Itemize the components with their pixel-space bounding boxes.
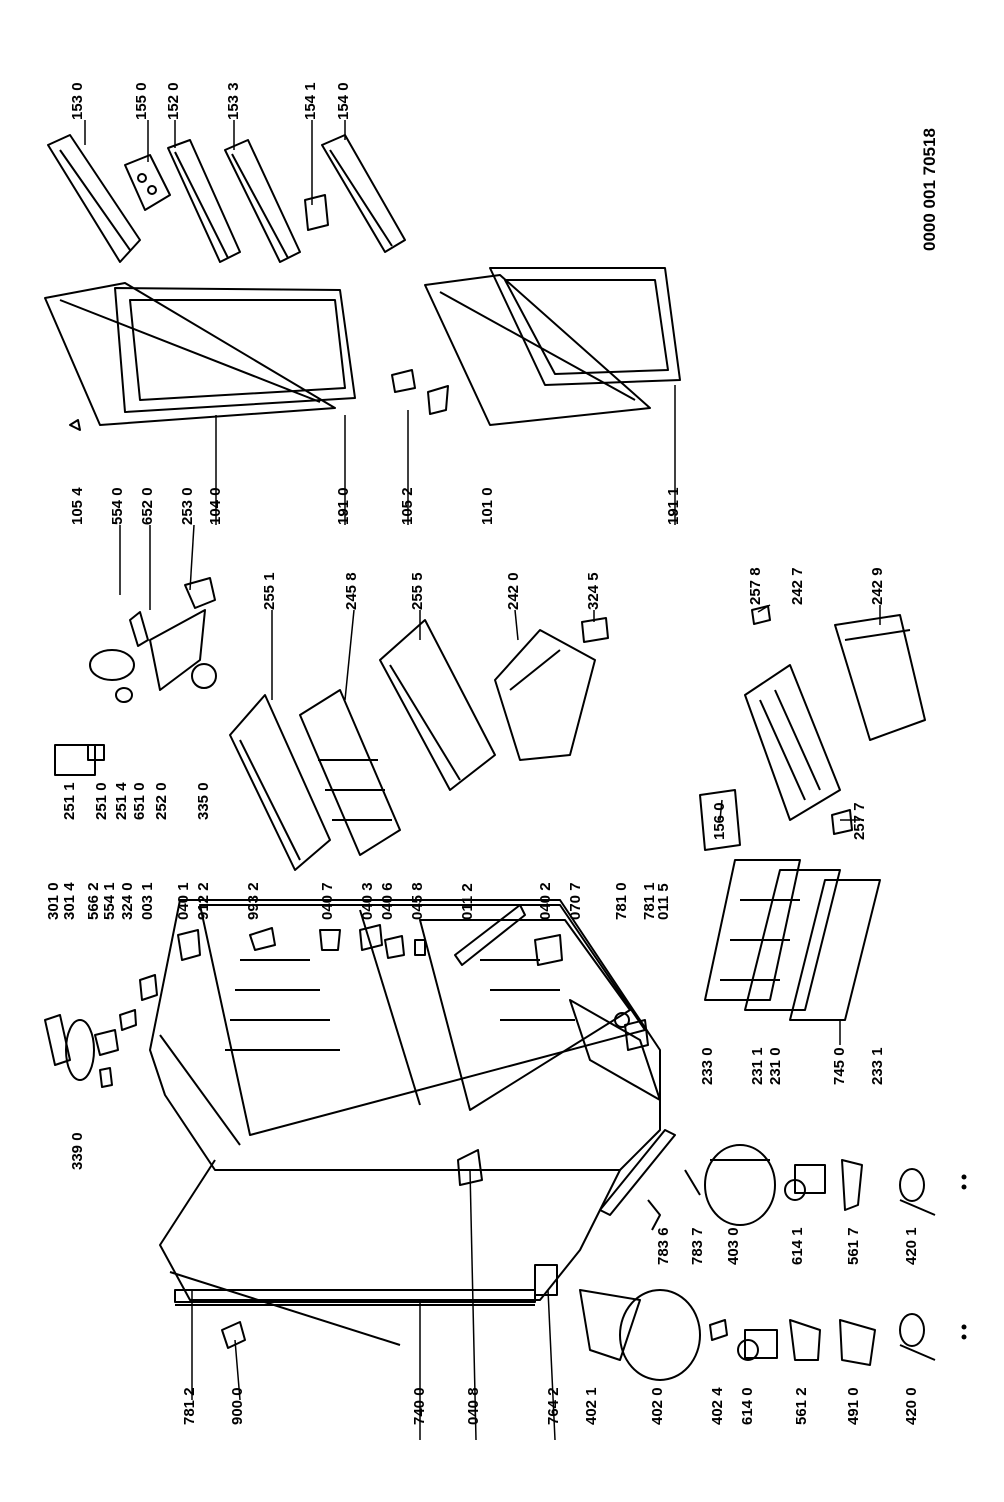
- part-label: 153 3: [225, 82, 242, 120]
- part-label: 154 1: [302, 82, 319, 120]
- part-label: 233 1: [869, 1047, 886, 1085]
- part-label: 040 3: [359, 882, 376, 920]
- control-group: [54, 577, 217, 776]
- shelf-group: [229, 617, 609, 871]
- part-label: 231 0: [767, 1047, 784, 1085]
- part-label: 403 0: [725, 1227, 742, 1265]
- part-label: 781 0: [613, 882, 630, 920]
- part-label: 324 5: [585, 572, 602, 610]
- part-label: 003 1: [139, 882, 156, 920]
- part-label: 011 5: [655, 883, 672, 920]
- part-label: 040 1: [175, 882, 192, 920]
- part-label: 011 2: [459, 883, 476, 920]
- part-label: 783 7: [689, 1227, 706, 1265]
- part-label: 242 9: [869, 567, 886, 605]
- part-label: 233 0: [699, 1047, 716, 1085]
- part-label: 402 0: [649, 1387, 666, 1425]
- part-label: 045 8: [409, 882, 426, 920]
- door-shelf-group: [47, 134, 406, 263]
- part-label: 101 0: [479, 487, 496, 525]
- part-label: 255 5: [409, 572, 426, 610]
- document-number: 0000 001 70518: [920, 128, 939, 251]
- part-label: 040 6: [379, 882, 396, 920]
- part-label: 301 0: [45, 882, 62, 920]
- part-label: 745 0: [831, 1047, 848, 1085]
- part-label: 040 2: [537, 882, 554, 920]
- part-label: 912 2: [195, 882, 212, 920]
- part-label: 156 0: [711, 802, 728, 840]
- part-label: 242 0: [505, 572, 522, 610]
- part-label: 420 0: [903, 1387, 920, 1425]
- part-label: 070 7: [567, 882, 584, 920]
- part-label: 255 1: [261, 572, 278, 610]
- part-label: 561 7: [845, 1227, 862, 1265]
- part-label: 335 0: [195, 782, 212, 820]
- part-label: 155 0: [133, 82, 150, 120]
- part-label: 740 0: [411, 1387, 428, 1425]
- part-label: 153 0: [69, 82, 86, 120]
- bullet-marks: [961, 1174, 967, 1340]
- part-label: 104 0: [207, 487, 224, 525]
- part-label: 324 0: [119, 882, 136, 920]
- part-label: 993 2: [245, 882, 262, 920]
- part-label: 040 8: [465, 1387, 482, 1425]
- part-label: 105 2: [399, 487, 416, 525]
- part-label: 251 4: [113, 782, 130, 820]
- part-label: 402 4: [709, 1387, 726, 1425]
- part-label: 253 0: [179, 487, 196, 525]
- part-label: 614 0: [739, 1387, 756, 1425]
- part-label: 105 4: [69, 487, 86, 525]
- part-label: 191 0: [335, 487, 352, 525]
- part-label: 154 0: [335, 82, 352, 120]
- small-parts: [44, 904, 676, 1216]
- part-label: 339 0: [69, 1132, 86, 1170]
- part-label: 783 6: [655, 1227, 672, 1265]
- part-label: 614 1: [789, 1227, 806, 1265]
- part-label: 554 0: [109, 487, 126, 525]
- part-label: 245 8: [343, 572, 360, 610]
- leader-lines: [84, 120, 881, 1441]
- part-label: 900 0: [229, 1387, 246, 1425]
- part-label: 651 0: [131, 782, 148, 820]
- part-label: 152 0: [165, 82, 182, 120]
- part-label: 764 2: [545, 1387, 562, 1425]
- part-label: 301 4: [61, 882, 78, 920]
- part-label: 420 1: [903, 1227, 920, 1265]
- upper-door-group: [44, 282, 356, 431]
- part-label: 251 0: [93, 782, 110, 820]
- part-label: 252 0: [153, 782, 170, 820]
- part-label: 231 1: [749, 1047, 766, 1085]
- part-label: 257 8: [747, 567, 764, 605]
- freezer-basket-group: [699, 605, 926, 851]
- part-label: 554 1: [101, 882, 118, 920]
- part-label: 491 0: [845, 1387, 862, 1425]
- compressor-group: [169, 1144, 936, 1381]
- lower-door-group: [391, 267, 681, 426]
- cabinet-body: [149, 899, 661, 1306]
- part-label: 257 7: [851, 802, 868, 840]
- part-label: 402 1: [583, 1387, 600, 1425]
- part-label: 566 2: [85, 882, 102, 920]
- part-label: 781 2: [181, 1387, 198, 1425]
- part-label: 040 7: [319, 882, 336, 920]
- part-label: 191 1: [665, 487, 682, 525]
- part-label: 242 7: [789, 567, 806, 605]
- part-label: 251 1: [61, 782, 78, 820]
- part-label: 561 2: [793, 1387, 810, 1425]
- part-label: 652 0: [139, 487, 156, 525]
- freezer-shelves: [704, 859, 881, 1021]
